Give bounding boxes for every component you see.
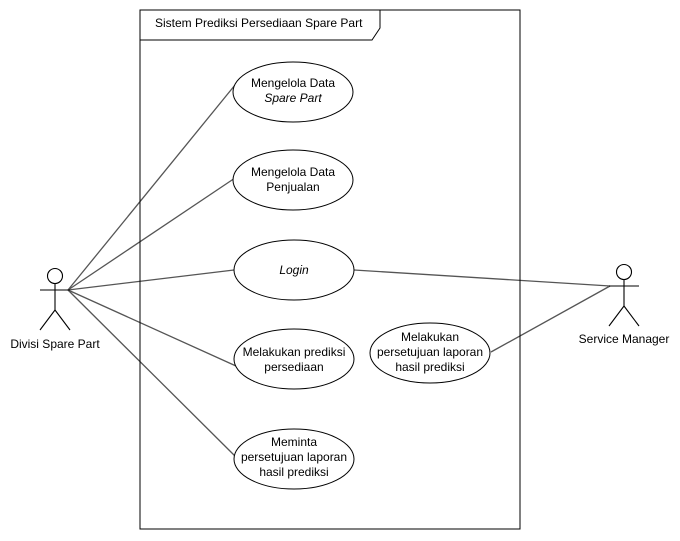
use-case-label: Melakukan prediksi xyxy=(243,345,346,359)
actor-service-manager[interactable] xyxy=(608,263,640,327)
use-case-label: Mengelola Data xyxy=(251,76,335,90)
actor-leg-left xyxy=(608,305,625,327)
assoc-login-manager xyxy=(353,269,611,287)
use-case-label: Meminta xyxy=(271,435,317,449)
use-case-label: Login xyxy=(279,263,309,277)
system-title: Sistem Prediksi Persediaan Spare Part xyxy=(155,16,363,30)
assoc-divisi-kelola-sparepart xyxy=(67,84,236,291)
use-case-kelola-sparepart[interactable]: Mengelola Data Spare Part xyxy=(232,61,354,123)
use-case-minta-persetujuan[interactable]: Meminta persetujuan laporan hasil predik… xyxy=(233,428,355,490)
actor-divisi-label: Divisi Spare Part xyxy=(10,337,100,351)
system-boundary: Sistem Prediksi Persediaan Spare Part xyxy=(139,9,521,530)
associations xyxy=(67,84,611,461)
actor-leg-right xyxy=(54,309,71,331)
actor-manager-label: Service Manager xyxy=(579,332,670,346)
actor-leg-right xyxy=(623,305,640,327)
use-case-label: Spare Part xyxy=(264,91,322,105)
assoc-divisi-kelola-penjualan xyxy=(67,177,236,291)
assoc-divisi-minta-persetujuan xyxy=(67,289,240,461)
use-case-label: persetujuan laporan xyxy=(241,450,347,464)
actor-leg-left xyxy=(39,309,56,331)
assoc-divisi-prediksi xyxy=(67,289,237,367)
use-case-label: Penjualan xyxy=(266,180,319,194)
use-case-label: Melakukan xyxy=(401,330,459,344)
assoc-divisi-login xyxy=(67,269,235,291)
use-case-login[interactable]: Login xyxy=(233,239,355,301)
use-case-prediksi[interactable]: Melakukan prediksi persediaan xyxy=(233,328,355,390)
actor-head xyxy=(615,263,633,281)
use-case-label: persetujuan laporan xyxy=(377,345,483,359)
use-case-lakukan-persetujuan[interactable]: Melakukan persetujuan laporan hasil pred… xyxy=(369,322,491,384)
use-case-kelola-penjualan[interactable]: Mengelola Data Penjualan xyxy=(232,149,354,211)
system-title-tab xyxy=(139,9,381,41)
use-case-label: hasil prediksi xyxy=(395,360,464,374)
actor-head xyxy=(46,267,64,285)
use-case-label: Mengelola Data xyxy=(251,165,335,179)
assoc-persetujuan-manager xyxy=(490,285,611,353)
use-case-label: hasil prediksi xyxy=(259,465,328,479)
actor-divisi-spare-part[interactable] xyxy=(39,267,71,331)
use-case-label: persediaan xyxy=(264,360,323,374)
